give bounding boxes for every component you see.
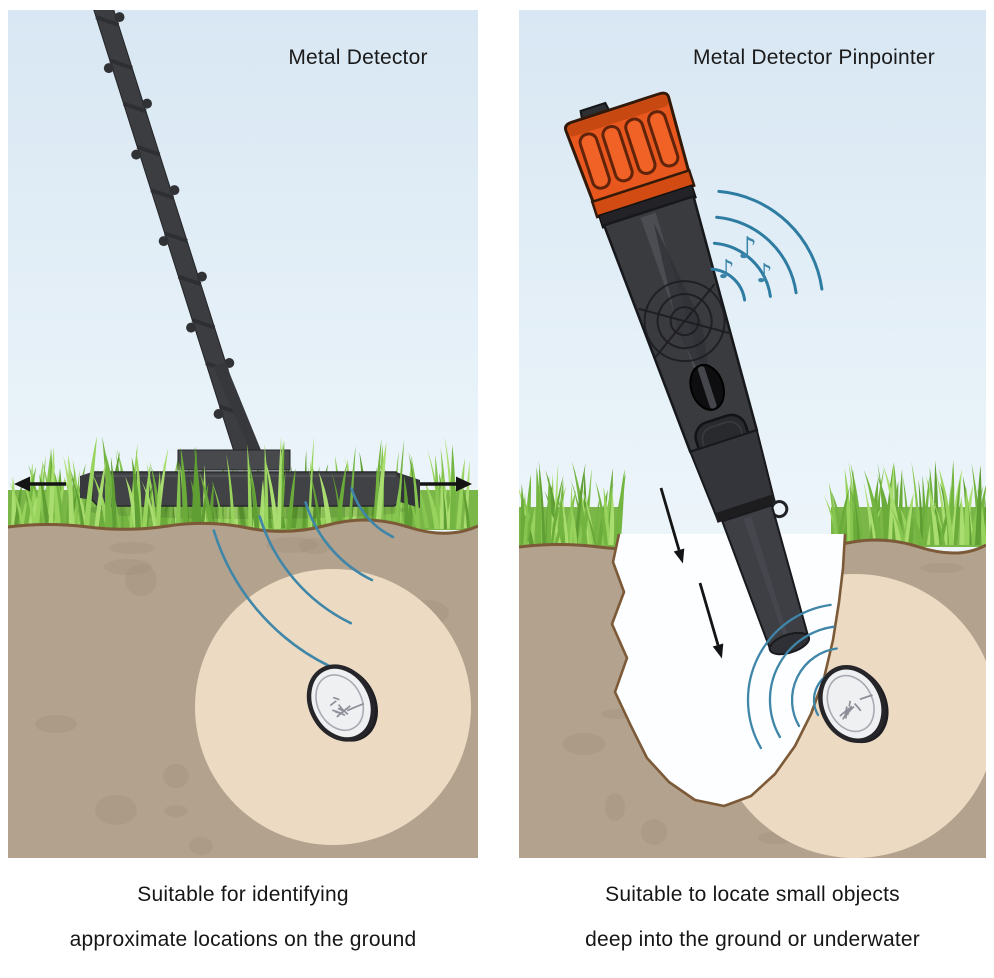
pinpointer-illustration: ♪♪♪ (519, 10, 986, 858)
metal-detector-illustration (8, 10, 478, 858)
sound-waves-icon (710, 189, 824, 302)
grass-left (519, 460, 626, 547)
grass-right (823, 460, 986, 547)
target-rings-icon (638, 280, 731, 363)
left-panel: Metal Detector (8, 10, 478, 858)
metal-detector (80, 10, 420, 519)
left-caption-line1: Suitable for identifying (137, 883, 349, 906)
detector-shaft (93, 10, 256, 462)
buried-coin (306, 664, 378, 742)
probe-tip (720, 503, 811, 656)
pinpointer-cap (564, 91, 697, 229)
sweep-arrow-left-icon (14, 476, 66, 492)
right-caption-line1: Suitable to locate small objects (605, 883, 900, 906)
left-caption-line2: approximate locations on the ground (69, 928, 417, 951)
speaker-icon (689, 363, 725, 411)
signal-waves-icon (212, 487, 395, 668)
svg-text:♪: ♪ (756, 259, 773, 289)
coil-mount (177, 449, 291, 471)
left-panel-title: Metal Detector (288, 46, 428, 69)
right-caption: Suitable to locate small objects deep in… (519, 872, 986, 962)
grass-front (21, 435, 471, 529)
music-notes-icon: ♪♪♪ (718, 231, 773, 289)
left-caption: Suitable for identifying approximate loc… (8, 872, 478, 962)
right-caption-line2: deep into the ground or underwater (585, 928, 920, 951)
detector-strut (213, 362, 265, 462)
right-panel-title: Metal Detector Pinpointer (693, 46, 935, 69)
pinpointer-device (564, 91, 811, 656)
svg-text:♪: ♪ (738, 231, 757, 266)
right-panel: ♪♪♪ Metal Detector Pinpointer (519, 10, 986, 858)
sweep-arrow-right-icon (420, 476, 472, 492)
buried-coin (818, 665, 889, 744)
svg-text:♪: ♪ (718, 255, 735, 285)
dig-arrows-icon (659, 487, 724, 659)
